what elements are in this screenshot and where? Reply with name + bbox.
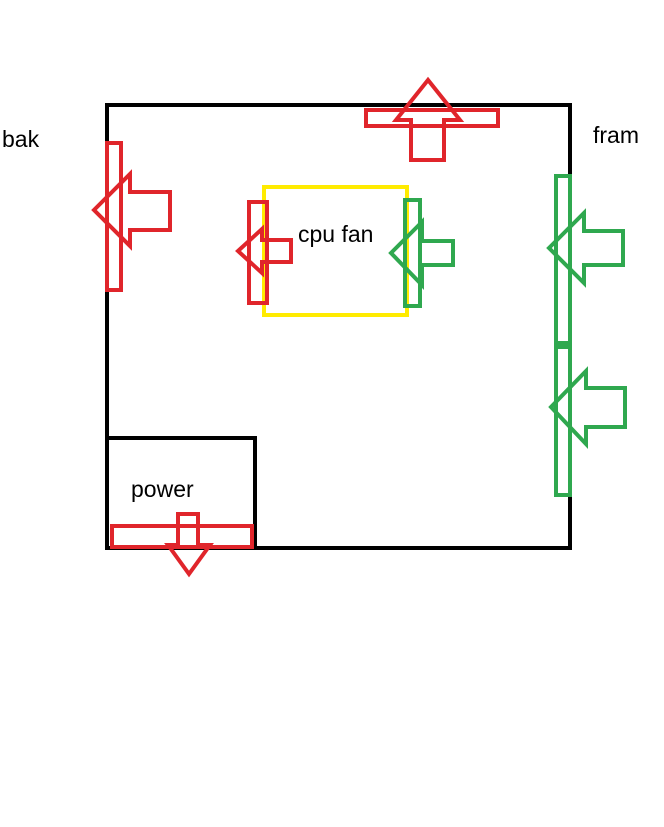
cpu-exhaust-fan bbox=[235, 200, 293, 305]
power-label: power bbox=[131, 476, 194, 502]
psu-exhaust-arrow-icon bbox=[164, 512, 214, 578]
front-intake-fan-upper bbox=[546, 174, 625, 345]
cpu-exhaust-bar bbox=[247, 200, 269, 305]
top-exhaust-arrow-icon bbox=[391, 76, 465, 162]
cpu-intake-fan bbox=[388, 198, 455, 308]
back-fan-bar bbox=[105, 141, 123, 292]
top-exhaust-fan bbox=[364, 76, 500, 162]
front-lower-fan-bar bbox=[554, 345, 572, 497]
front-label: fram bbox=[593, 122, 639, 148]
cpu-intake-bar bbox=[403, 198, 422, 308]
back-label: bak bbox=[2, 126, 40, 152]
psu-exhaust-fan bbox=[110, 512, 254, 578]
front-upper-fan-bar bbox=[554, 174, 572, 345]
front-intake-fan-lower bbox=[548, 345, 627, 497]
back-exhaust-fan bbox=[91, 141, 172, 292]
psu-fan-bar bbox=[110, 524, 254, 549]
power-supply-box bbox=[107, 436, 257, 548]
cpu-exhaust-arrow-icon bbox=[235, 224, 293, 278]
cpu-fan-label: cpu fan bbox=[298, 221, 373, 247]
cpu-fan-outline bbox=[262, 185, 409, 317]
front-lower-intake-arrow-icon bbox=[548, 366, 627, 450]
top-fan-bar bbox=[364, 108, 500, 128]
cpu-intake-arrow-icon bbox=[388, 217, 455, 290]
back-exhaust-arrow-icon bbox=[91, 169, 172, 251]
front-upper-intake-arrow-icon bbox=[546, 208, 625, 288]
